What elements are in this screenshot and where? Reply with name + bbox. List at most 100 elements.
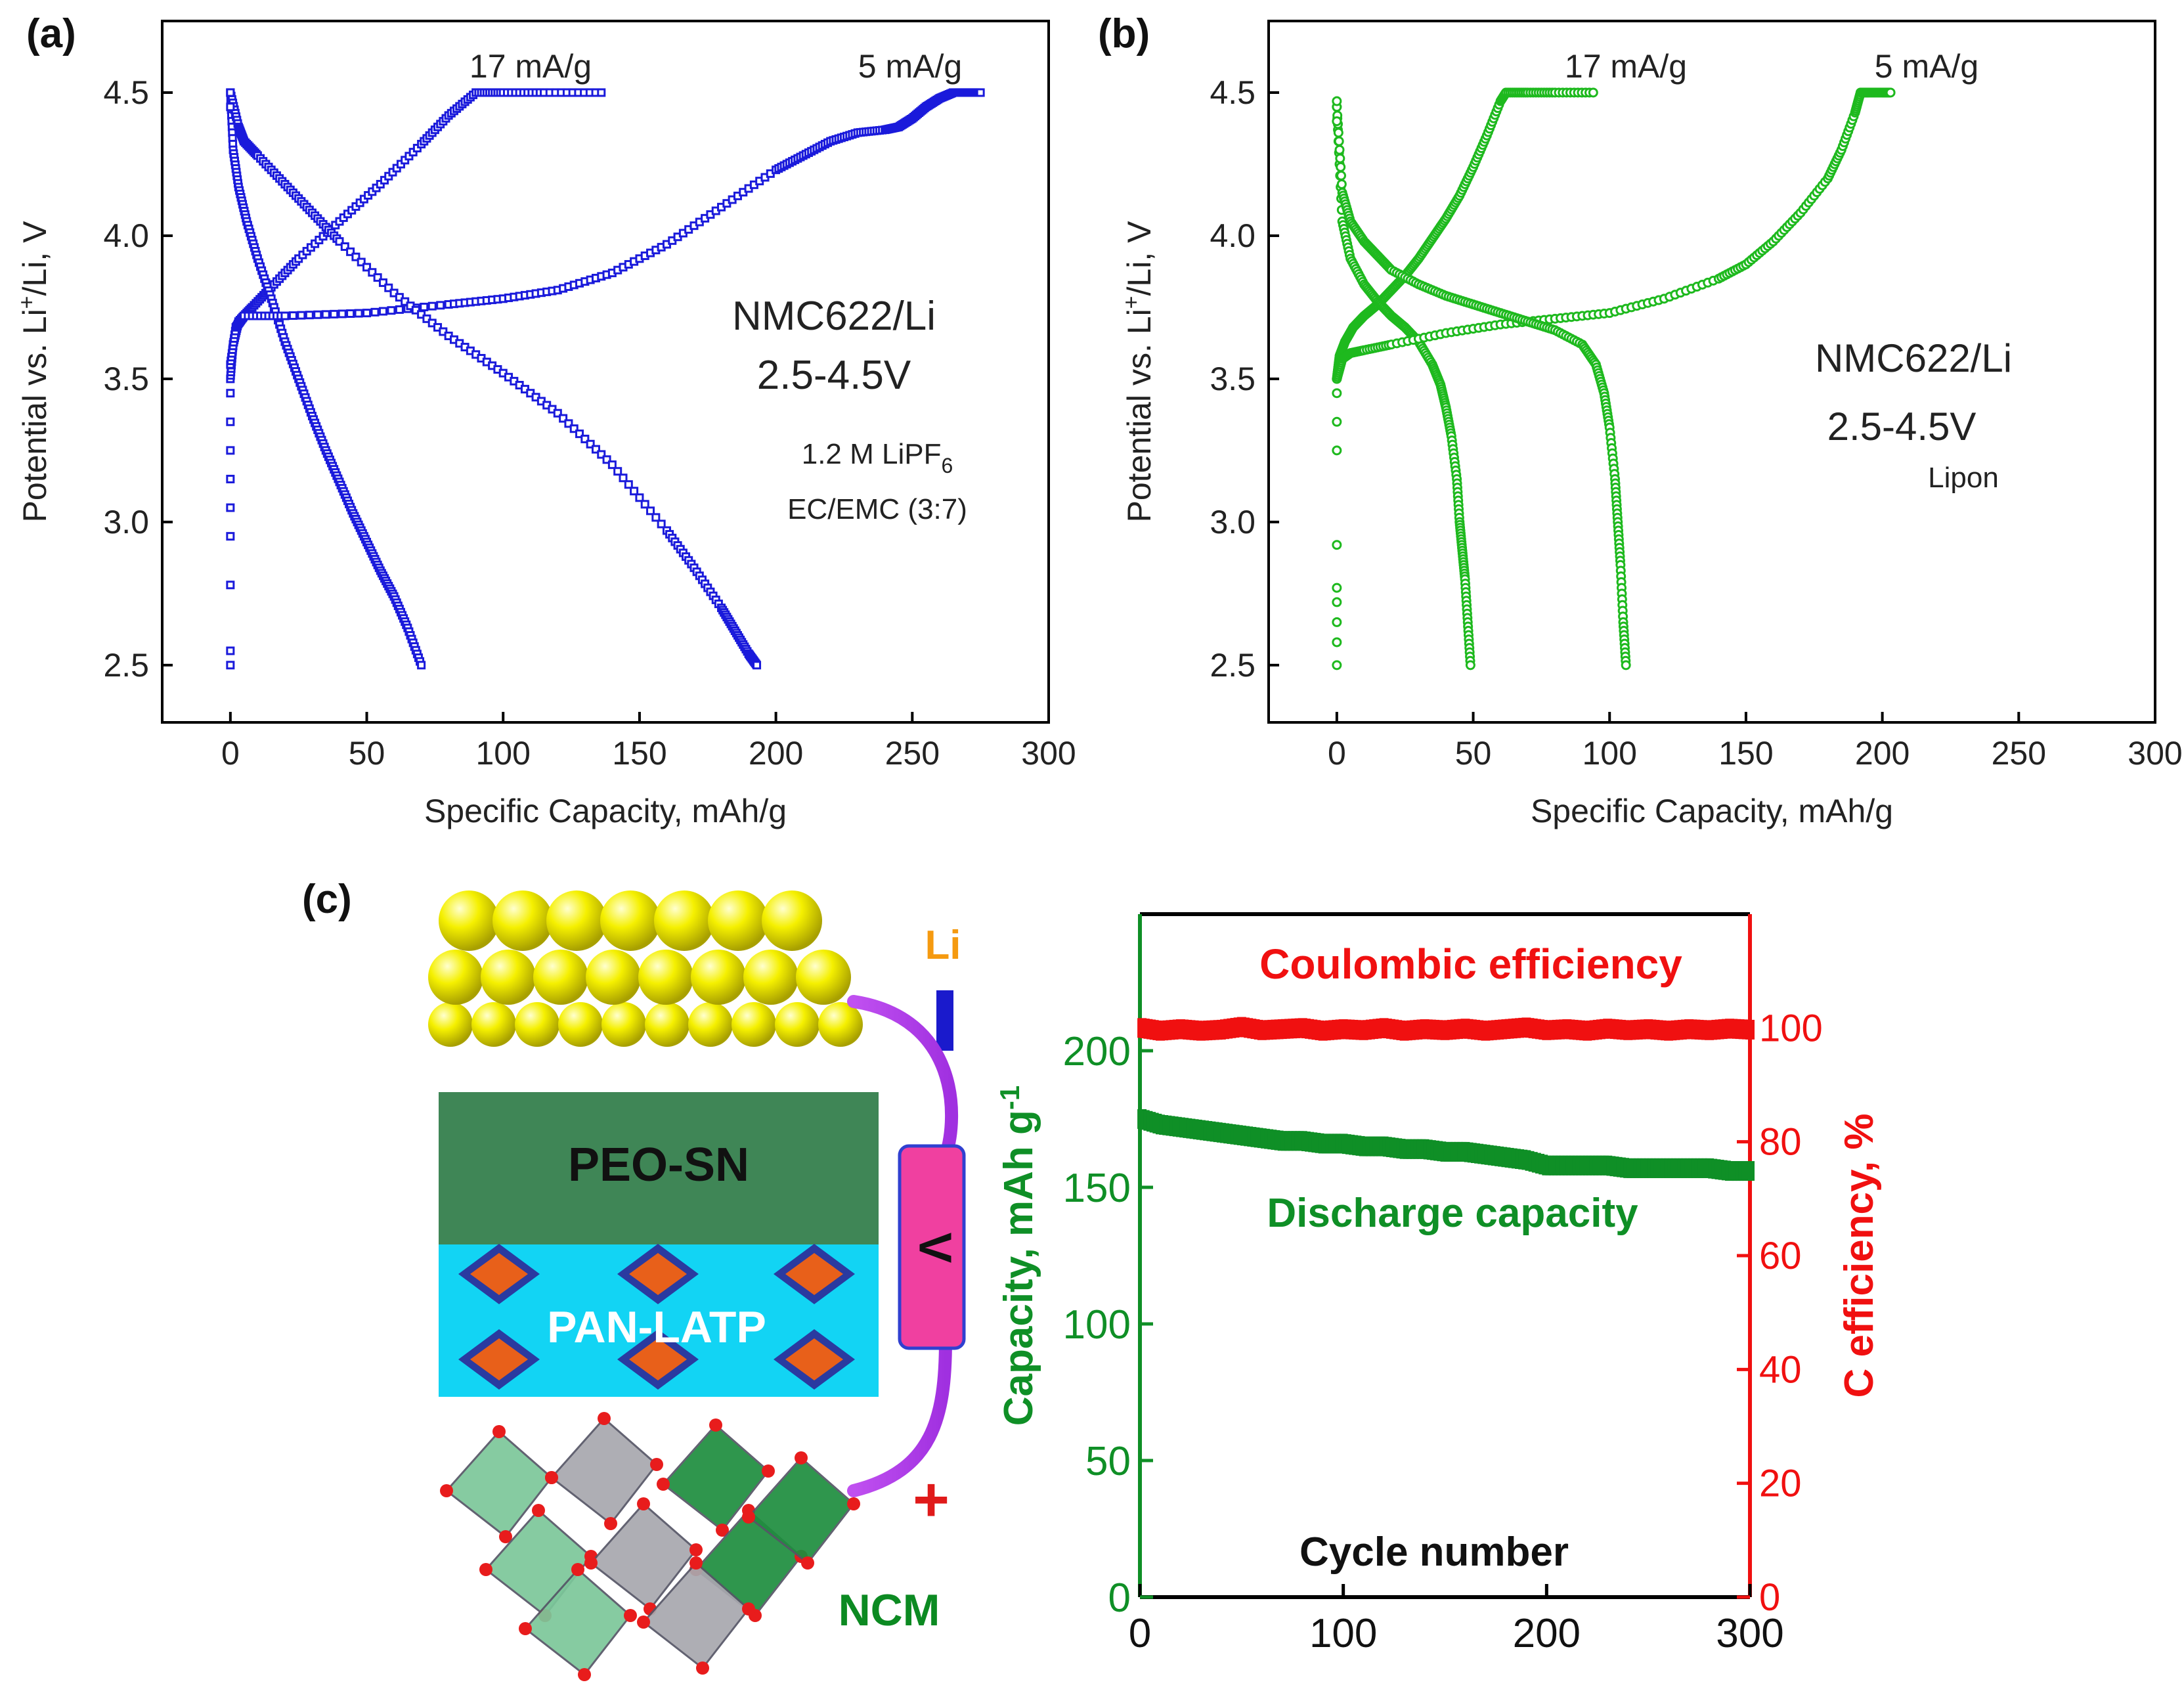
data-point [395,293,404,302]
data-point [976,88,985,97]
panel-b-label: (b) [1098,11,1150,56]
data-point [753,661,762,670]
panel-c-cell-schematic: (c) Li V PEO-SN PAN-LATP + NCM [302,877,966,1681]
data-point [417,310,426,319]
lithium-atom [533,950,588,1005]
data-point [591,445,600,454]
panel-c-ce-label: Coulombic efficiency [1259,940,1682,988]
data-point [340,242,349,252]
oxygen-atom [532,1504,545,1517]
data-point [1332,540,1342,550]
data-point [1745,1019,1755,1040]
latp-particles [458,1244,855,1390]
y2-tick-label: 80 [1759,1121,1802,1164]
panel-a-ylabel: Potential vs. Li+/Li, V [14,221,53,523]
data-point [586,439,595,449]
latp-particle-core [629,1338,687,1380]
data-point [313,310,322,319]
x-tick-label: 300 [1716,1611,1783,1656]
oxygen-atom [657,1478,670,1491]
x-tick-label: 200 [749,735,803,772]
oxygen-atom [650,1458,663,1471]
external-wire-bottom [847,1333,952,1497]
data-point [357,257,366,267]
panel-b-electrolyte-label: Lipon [1928,462,1999,494]
data-point [305,311,314,320]
panel-a-salt-label: 1.2 M LiPF6 [802,438,953,477]
lithium-atom [762,890,822,951]
oxygen-atom [762,1464,775,1478]
panel-b-cell-label: NMC622/Li [1815,336,2012,380]
lithium-atom [708,890,768,951]
x-tick-label: 250 [885,735,940,772]
lithium-atom [732,1002,776,1047]
panel-c-series [1136,1017,1755,1181]
x-tick-label: 100 [1309,1611,1377,1656]
y2-tick-label: 20 [1759,1462,1802,1505]
data-point [1332,660,1342,671]
lithium-atom [654,890,714,951]
data-point [384,283,393,292]
y-tick-label: 50 [1085,1439,1131,1484]
lithium-atom [691,950,746,1005]
data-point [362,309,372,318]
data-point [226,474,235,483]
data-point [417,661,426,670]
y-tick-label: 3.5 [103,361,149,397]
lithium-atom [743,950,798,1005]
data-point [346,309,355,319]
lithium-atom [775,1002,819,1047]
panel-a-solvent-label: EC/EMC (3:7) [787,493,967,525]
data-point [226,581,235,590]
x-tick-label: 300 [2128,735,2182,772]
data-point [373,273,382,282]
data-point [1332,96,1342,106]
data-point [597,450,606,459]
panel-a-window-label: 2.5-4.5V [757,353,911,398]
oxygen-atom [545,1471,558,1484]
data-point [226,503,235,512]
data-point [1332,416,1342,427]
panel-c-xlabel: Cycle number [1299,1529,1569,1575]
lithium-atom [558,1002,603,1047]
lithium-anode-spheres [428,890,863,1047]
data-point [226,417,235,426]
data-point [1336,179,1347,189]
oxygen-atom [440,1484,453,1497]
oxygen-atom [689,1543,703,1556]
data-point [368,268,377,277]
oxygen-atom [492,1425,506,1438]
data-point [613,467,622,476]
data-point [635,493,644,502]
oxygen-atom [637,1616,650,1629]
data-point [575,429,584,439]
data-point [657,519,666,529]
panel-b-window-label: 2.5-4.5V [1827,405,1977,449]
lithium-atom [492,890,553,951]
y2-tick-label: 40 [1759,1348,1802,1391]
voltmeter-box [898,1144,966,1350]
data-point [1332,597,1342,607]
x-tick-label: 150 [1718,735,1773,772]
data-point [330,309,339,319]
panel-a-rate-5-label: 5 mA/g [858,48,962,85]
voltmeter-label: V [910,1233,961,1264]
ncm-cathode-crystal [440,1412,860,1681]
y-tick-label: 100 [1063,1302,1131,1348]
x-tick-label: 250 [1992,735,2046,772]
panel-b-ylabel: Potential vs. Li+/Li, V [1119,221,1158,523]
data-point [1332,637,1342,648]
lithium-atom [600,890,661,951]
data-point [335,237,344,246]
oxygen-atom [584,1556,598,1570]
y-tick-label: 4.0 [103,217,149,254]
panel-b-rate-17-label: 17 mA/g [1565,48,1687,85]
lithium-atom [471,1002,516,1047]
data-point [436,301,445,310]
data-point [433,322,443,332]
oxygen-atom [519,1622,532,1635]
data-point [607,460,617,470]
